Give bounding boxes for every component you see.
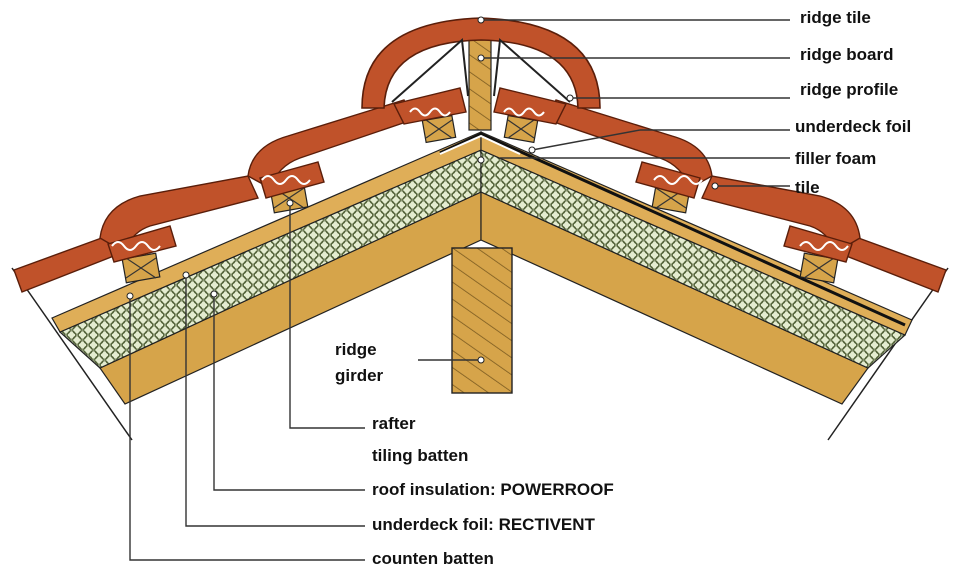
- label-underdeck-foil-bottom: underdeck foil: RECTIVENT: [372, 515, 595, 534]
- label-filler-foam: filler foam: [795, 149, 877, 168]
- right-sheeting-edge: [827, 267, 949, 441]
- leader-lines: [129, 19, 790, 561]
- label-ridge-board: ridge board: [800, 45, 894, 64]
- ridge-girder: [451, 247, 513, 394]
- label-roof-insulation: roof insulation: POWERROOF: [372, 480, 614, 499]
- underdeck-foil-line: [439, 132, 906, 327]
- ridge-tile: [361, 17, 601, 109]
- label-ridge-girder-line1: ridge: [335, 340, 377, 359]
- label-tile: tile: [795, 178, 820, 197]
- ridge-profile: [391, 37, 571, 103]
- tiles-right: [493, 87, 947, 293]
- label-counten-batten: counten batten: [372, 549, 494, 568]
- tiles-left: [13, 87, 467, 293]
- label-rafter: rafter: [372, 414, 416, 433]
- label-tiling-batten: tiling batten: [372, 446, 469, 465]
- label-ridge-profile: ridge profile: [800, 80, 899, 99]
- leader-dots: [126, 16, 719, 364]
- label-ridge-tile: ridge tile: [800, 8, 871, 27]
- filler-foam: [439, 134, 521, 155]
- left-sheeting-edge: [11, 267, 133, 441]
- ridge-board: [468, 31, 492, 131]
- tile-profiles: [111, 107, 849, 251]
- label-ridge-girder-line2: girder: [335, 366, 384, 385]
- label-underdeck-foil-top: underdeck foil: [795, 117, 912, 136]
